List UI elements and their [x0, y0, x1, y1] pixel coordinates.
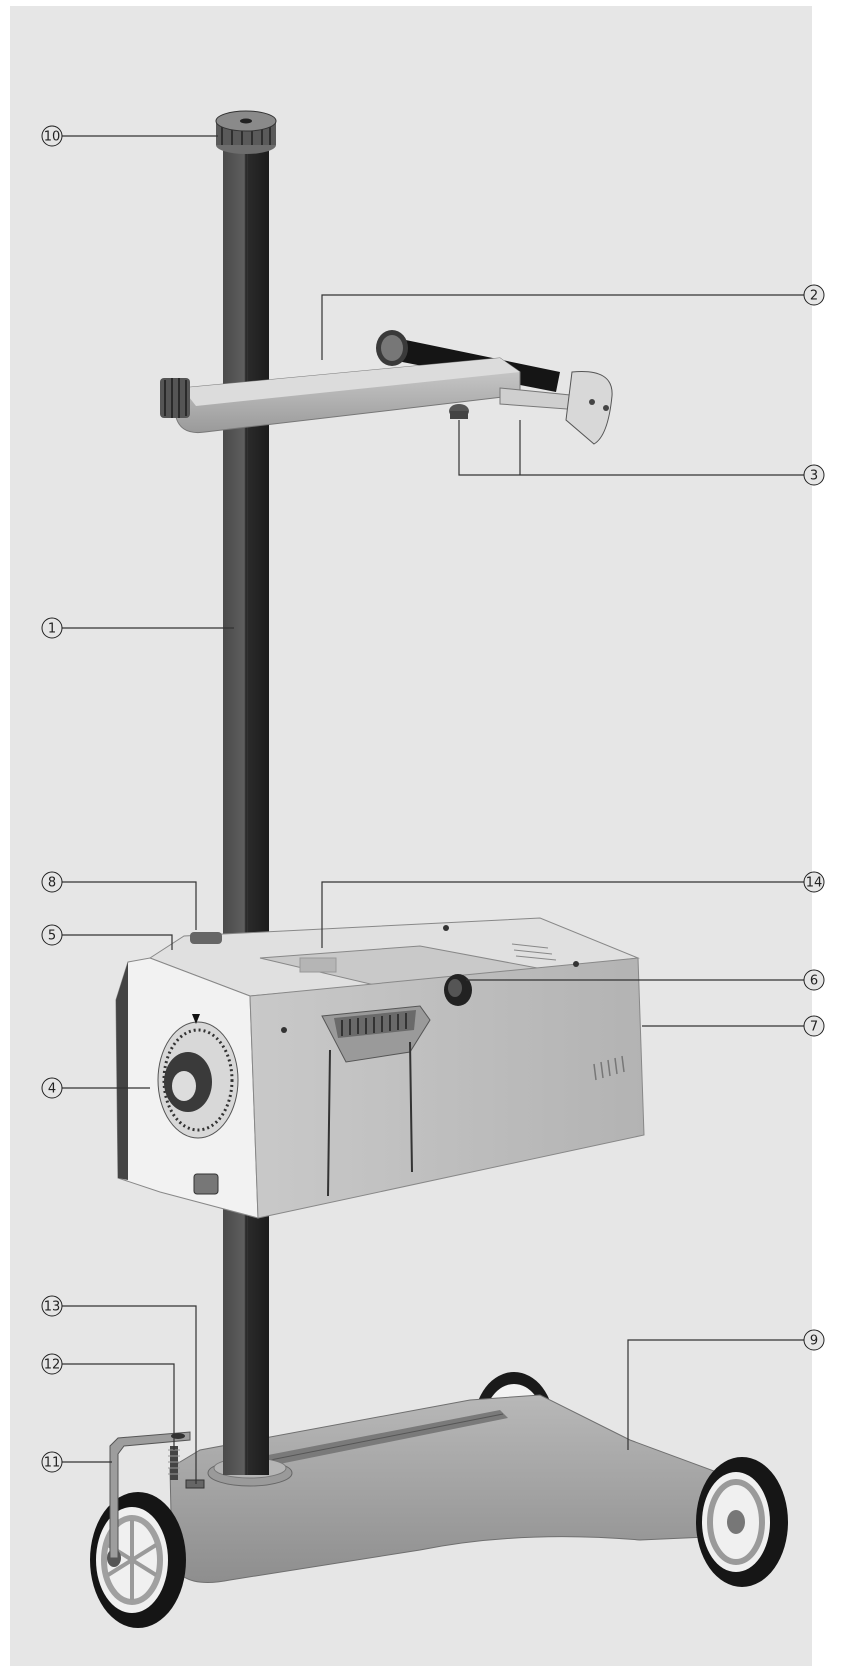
callout-6: 6	[803, 969, 825, 991]
callout-label-11: 11	[44, 1456, 61, 1471]
adjusting-screw	[168, 1446, 180, 1480]
callout-14: 14	[803, 871, 825, 893]
left-wheel	[90, 1492, 186, 1628]
callout-label-2: 2	[810, 289, 818, 304]
callout-label-10: 10	[44, 130, 61, 145]
callouts: 10 2 3 1 8 14 5 6	[41, 125, 825, 1473]
leader-12	[62, 1363, 175, 1450]
visor-arm	[160, 330, 613, 445]
locking-knob	[444, 974, 472, 1006]
callout-label-13: 13	[44, 1300, 61, 1315]
leader-8	[62, 881, 197, 930]
callout-label-5: 5	[48, 929, 56, 944]
callout-label-9: 9	[810, 1334, 818, 1349]
callout-10: 10	[41, 125, 63, 147]
base-frame	[90, 1372, 788, 1628]
callout-8: 8	[41, 871, 63, 893]
callout-7: 7	[803, 1015, 825, 1037]
callout-label-14: 14	[806, 876, 823, 891]
column	[223, 145, 269, 1475]
callout-13: 13	[41, 1295, 63, 1317]
right-wheel	[696, 1457, 788, 1587]
callout-label-8: 8	[48, 876, 56, 891]
leader-2	[321, 294, 804, 360]
callout-4: 4	[41, 1077, 63, 1099]
leader-14	[321, 881, 804, 948]
figure-panel	[10, 6, 812, 1666]
callout-11: 11	[41, 1451, 63, 1473]
callout-5: 5	[41, 924, 63, 946]
leader-3	[458, 420, 804, 476]
leader-13	[62, 1305, 197, 1484]
callout-label-6: 6	[810, 974, 818, 989]
callout-label-3: 3	[810, 469, 818, 484]
callout-label-12: 12	[44, 1358, 61, 1373]
callout-12: 12	[41, 1353, 63, 1375]
leader-lines	[62, 135, 804, 1484]
callout-9: 9	[803, 1329, 825, 1351]
optical-box	[115, 917, 645, 1219]
callout-1: 1	[41, 617, 63, 639]
callout-3: 3	[803, 464, 825, 486]
callout-2: 2	[803, 284, 825, 306]
leader-5	[62, 934, 173, 950]
rotary-dial	[157, 1014, 239, 1139]
callout-label-7: 7	[810, 1020, 818, 1035]
callout-label-4: 4	[48, 1082, 56, 1097]
clamp-knob	[160, 378, 190, 418]
callout-label-1: 1	[48, 622, 56, 637]
leader-9	[627, 1339, 804, 1450]
top-knob	[215, 110, 277, 154]
